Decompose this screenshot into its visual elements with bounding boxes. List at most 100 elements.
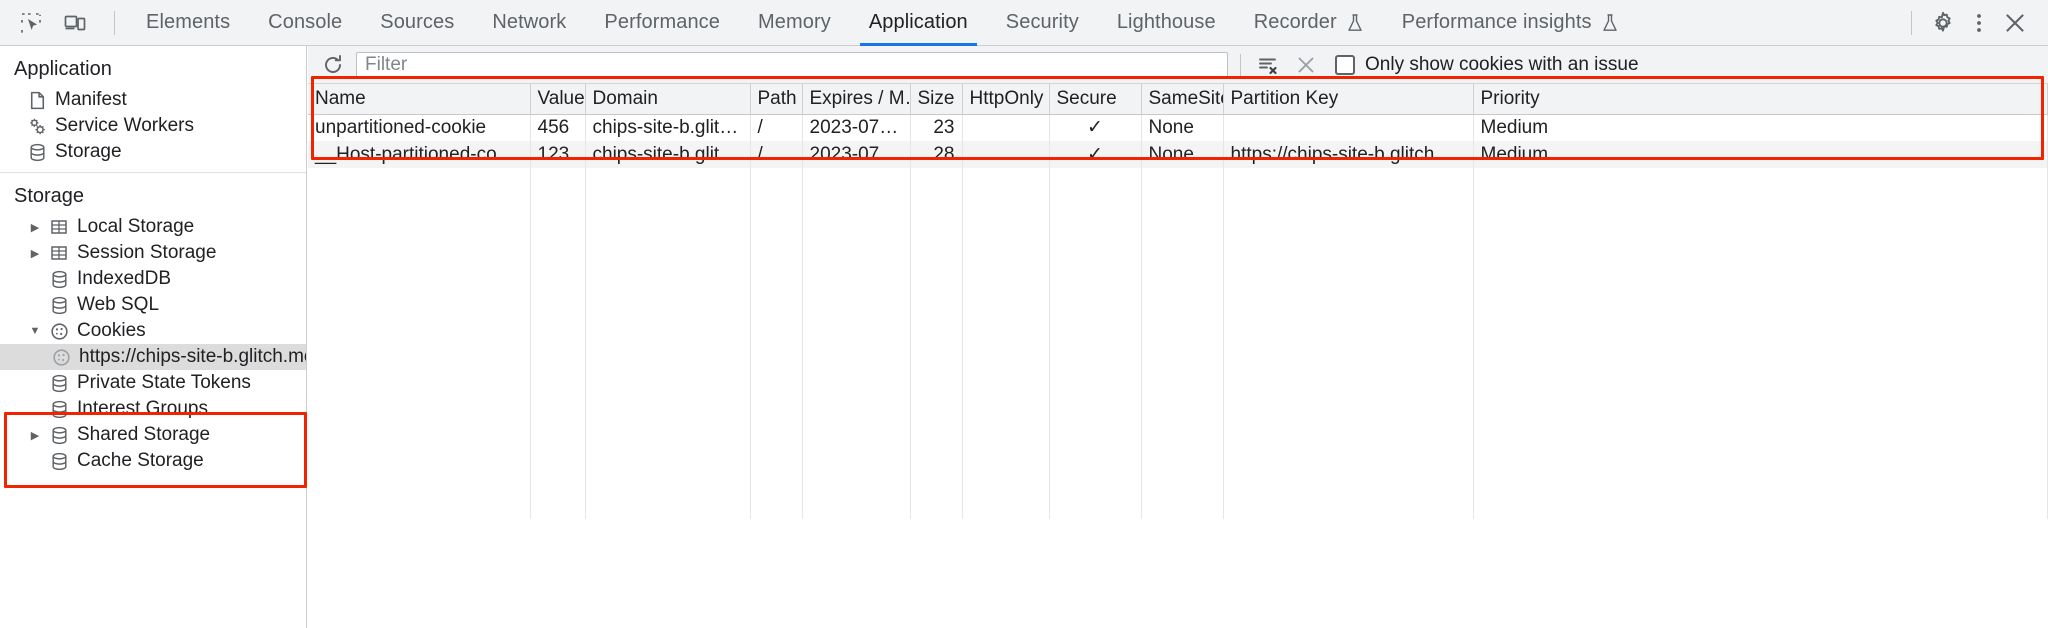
database-icon: [46, 399, 72, 420]
sidebar-item-cookies[interactable]: ▼ Cookies: [0, 318, 306, 344]
sidebar-section-title: Application: [14, 58, 112, 80]
database-icon: [46, 373, 72, 394]
column-header-value[interactable]: Value: [530, 84, 586, 115]
cell-priority: Medium: [1473, 114, 2048, 141]
checkbox-box[interactable]: [1335, 54, 1355, 75]
tab-performance[interactable]: Performance: [585, 0, 739, 46]
gears-icon: [24, 116, 50, 137]
sidebar-item-interest-groups[interactable]: Interest Groups: [0, 396, 306, 422]
tab-application[interactable]: Application: [850, 0, 987, 46]
table-row[interactable]: __Host-partitioned-cookie 123 chips-site…: [308, 141, 2048, 168]
tabbar-left-icons: [0, 6, 127, 40]
tab-sources[interactable]: Sources: [361, 0, 473, 46]
close-icon[interactable]: [1998, 6, 2032, 40]
sidebar-item-web-sql[interactable]: Web SQL: [0, 292, 306, 318]
cookies-table: Name Value Domain Path Expires / M… Size…: [308, 84, 2048, 519]
column-header-size[interactable]: Size: [910, 84, 963, 115]
database-icon: [46, 451, 72, 472]
inspect-element-icon[interactable]: [14, 6, 48, 40]
sidebar-section-application: Application Manifest: [0, 46, 306, 165]
tab-elements[interactable]: Elements: [127, 0, 249, 46]
cell-domain: chips-site-b.glitch.me: [585, 141, 751, 168]
tab-memory[interactable]: Memory: [739, 0, 850, 46]
refresh-icon[interactable]: [318, 50, 348, 80]
sidebar-item-cache-storage[interactable]: Cache Storage: [0, 448, 306, 474]
sidebar-item-storage[interactable]: Storage: [0, 139, 306, 165]
only-show-issues-checkbox[interactable]: Only show cookies with an issue: [1335, 54, 1639, 76]
database-icon: [46, 269, 72, 290]
cell-priority: Medium: [1473, 141, 2048, 168]
sidebar-item-session-storage[interactable]: ▶ Session Storage: [0, 240, 306, 266]
table-empty-row: [308, 222, 2048, 249]
table-empty-row: [308, 384, 2048, 411]
chevron-right-icon[interactable]: ▶: [30, 221, 40, 234]
column-header-partition-key[interactable]: Partition Key: [1223, 84, 1474, 115]
sidebar-item-label: Local Storage: [77, 216, 195, 237]
chevron-right-icon[interactable]: ▶: [30, 247, 40, 260]
cookies-toolbar: Only show cookies with an issue: [308, 46, 2048, 84]
clear-filters-icon[interactable]: [1253, 50, 1283, 80]
sidebar-item-label: Cookies: [77, 320, 146, 341]
table-header-row: Name Value Domain Path Expires / M… Size…: [308, 84, 2048, 115]
column-header-priority[interactable]: Priority: [1473, 84, 2048, 115]
column-header-expires[interactable]: Expires / M…: [802, 84, 911, 115]
cell-samesite: None: [1141, 114, 1224, 141]
tab-label: Performance: [604, 11, 720, 33]
panel-tabs: Elements Console Sources Network Perform…: [127, 0, 1638, 46]
cell-value: 123: [530, 141, 586, 168]
sidebar-item-label: Web SQL: [77, 294, 160, 315]
cell-size: 23: [910, 114, 963, 141]
checkbox-label: Only show cookies with an issue: [1365, 53, 1639, 75]
table-empty-row: [308, 465, 2048, 492]
sidebar-item-local-storage[interactable]: ▶ Local Storage: [0, 214, 306, 240]
device-toolbar-icon[interactable]: [58, 6, 92, 40]
sidebar-item-manifest[interactable]: Manifest: [0, 87, 306, 113]
cell-path: /: [750, 141, 803, 168]
column-header-name[interactable]: Name: [308, 84, 531, 115]
sidebar-item-cookie-origin[interactable]: https://chips-site-b.glitch.me: [0, 344, 306, 370]
sidebar-item-label: Private State Tokens: [77, 372, 251, 393]
cookie-icon: [46, 321, 72, 342]
clear-x-icon[interactable]: [1291, 50, 1321, 80]
table-empty-row: [308, 276, 2048, 303]
tab-security[interactable]: Security: [987, 0, 1098, 46]
sidebar-item-indexeddb[interactable]: IndexedDB: [0, 266, 306, 292]
column-header-path[interactable]: Path: [750, 84, 803, 115]
column-header-samesite[interactable]: SameSite: [1141, 84, 1224, 115]
database-icon: [46, 425, 72, 446]
tab-label: Security: [1005, 11, 1079, 33]
column-header-secure[interactable]: Secure: [1049, 84, 1142, 115]
table-icon: [46, 243, 72, 263]
application-sidebar: Application Manifest: [0, 46, 307, 628]
tab-label: Application: [868, 11, 968, 33]
sidebar-item-private-state-tokens[interactable]: Private State Tokens: [0, 370, 306, 396]
sidebar-item-label: Service Workers: [55, 115, 195, 136]
filter-input[interactable]: [356, 51, 1228, 78]
table-icon: [46, 217, 72, 237]
chevron-right-icon[interactable]: ▶: [30, 429, 40, 442]
cell-name: __Host-partitioned-cookie: [308, 141, 531, 168]
tabbar-right-icons: [1899, 6, 2048, 40]
database-icon: [46, 295, 72, 316]
sidebar-item-label: Session Storage: [77, 242, 217, 263]
kebab-menu-icon[interactable]: [1962, 6, 1996, 40]
tab-console[interactable]: Console: [249, 0, 361, 46]
tab-label: Elements: [146, 11, 231, 33]
tab-performance-insights[interactable]: Performance insights: [1383, 0, 1638, 46]
chevron-down-icon[interactable]: ▼: [29, 325, 41, 337]
sidebar-item-label: Storage: [55, 141, 122, 162]
gear-icon[interactable]: [1926, 6, 1960, 40]
sidebar-item-shared-storage[interactable]: ▶ Shared Storage: [0, 422, 306, 448]
sidebar-item-service-workers[interactable]: Service Workers: [0, 113, 306, 139]
table-empty-row: [308, 330, 2048, 357]
cookies-panel: Only show cookies with an issue Name Val…: [308, 46, 2048, 628]
column-header-httponly[interactable]: HttpOnly: [962, 84, 1050, 115]
cell-size: 28: [910, 141, 963, 168]
table-row[interactable]: unpartitioned-cookie 456 chips-site-b.gl…: [308, 114, 2048, 141]
tab-recorder[interactable]: Recorder: [1235, 0, 1383, 46]
tab-network[interactable]: Network: [473, 0, 585, 46]
column-header-domain[interactable]: Domain: [585, 84, 751, 115]
tab-lighthouse[interactable]: Lighthouse: [1098, 0, 1235, 46]
tab-label: Recorder: [1253, 11, 1337, 33]
table-empty-row: [308, 195, 2048, 222]
